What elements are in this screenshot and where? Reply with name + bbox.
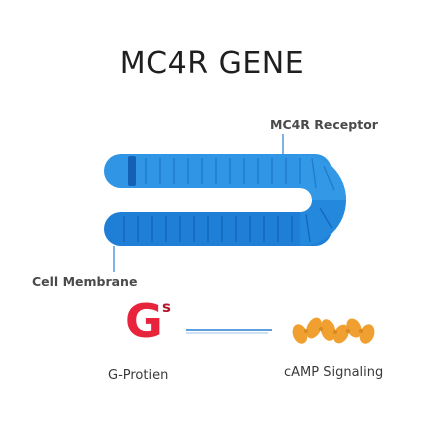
mc4r-receptor-shape	[104, 154, 346, 246]
signal-connector	[186, 329, 272, 334]
g-protein-label: G-Protien	[108, 368, 169, 383]
camp-label: cAMP Signaling	[284, 365, 384, 380]
camp-molecule-icon	[292, 317, 375, 344]
g-protein-icon: G	[125, 294, 163, 348]
g-protein-superscript: s	[162, 298, 171, 316]
receptor-label: MC4R Receptor	[270, 117, 378, 132]
membrane-label: Cell Membrane	[32, 274, 138, 289]
diagram-title: MC4R GENE	[119, 46, 305, 81]
